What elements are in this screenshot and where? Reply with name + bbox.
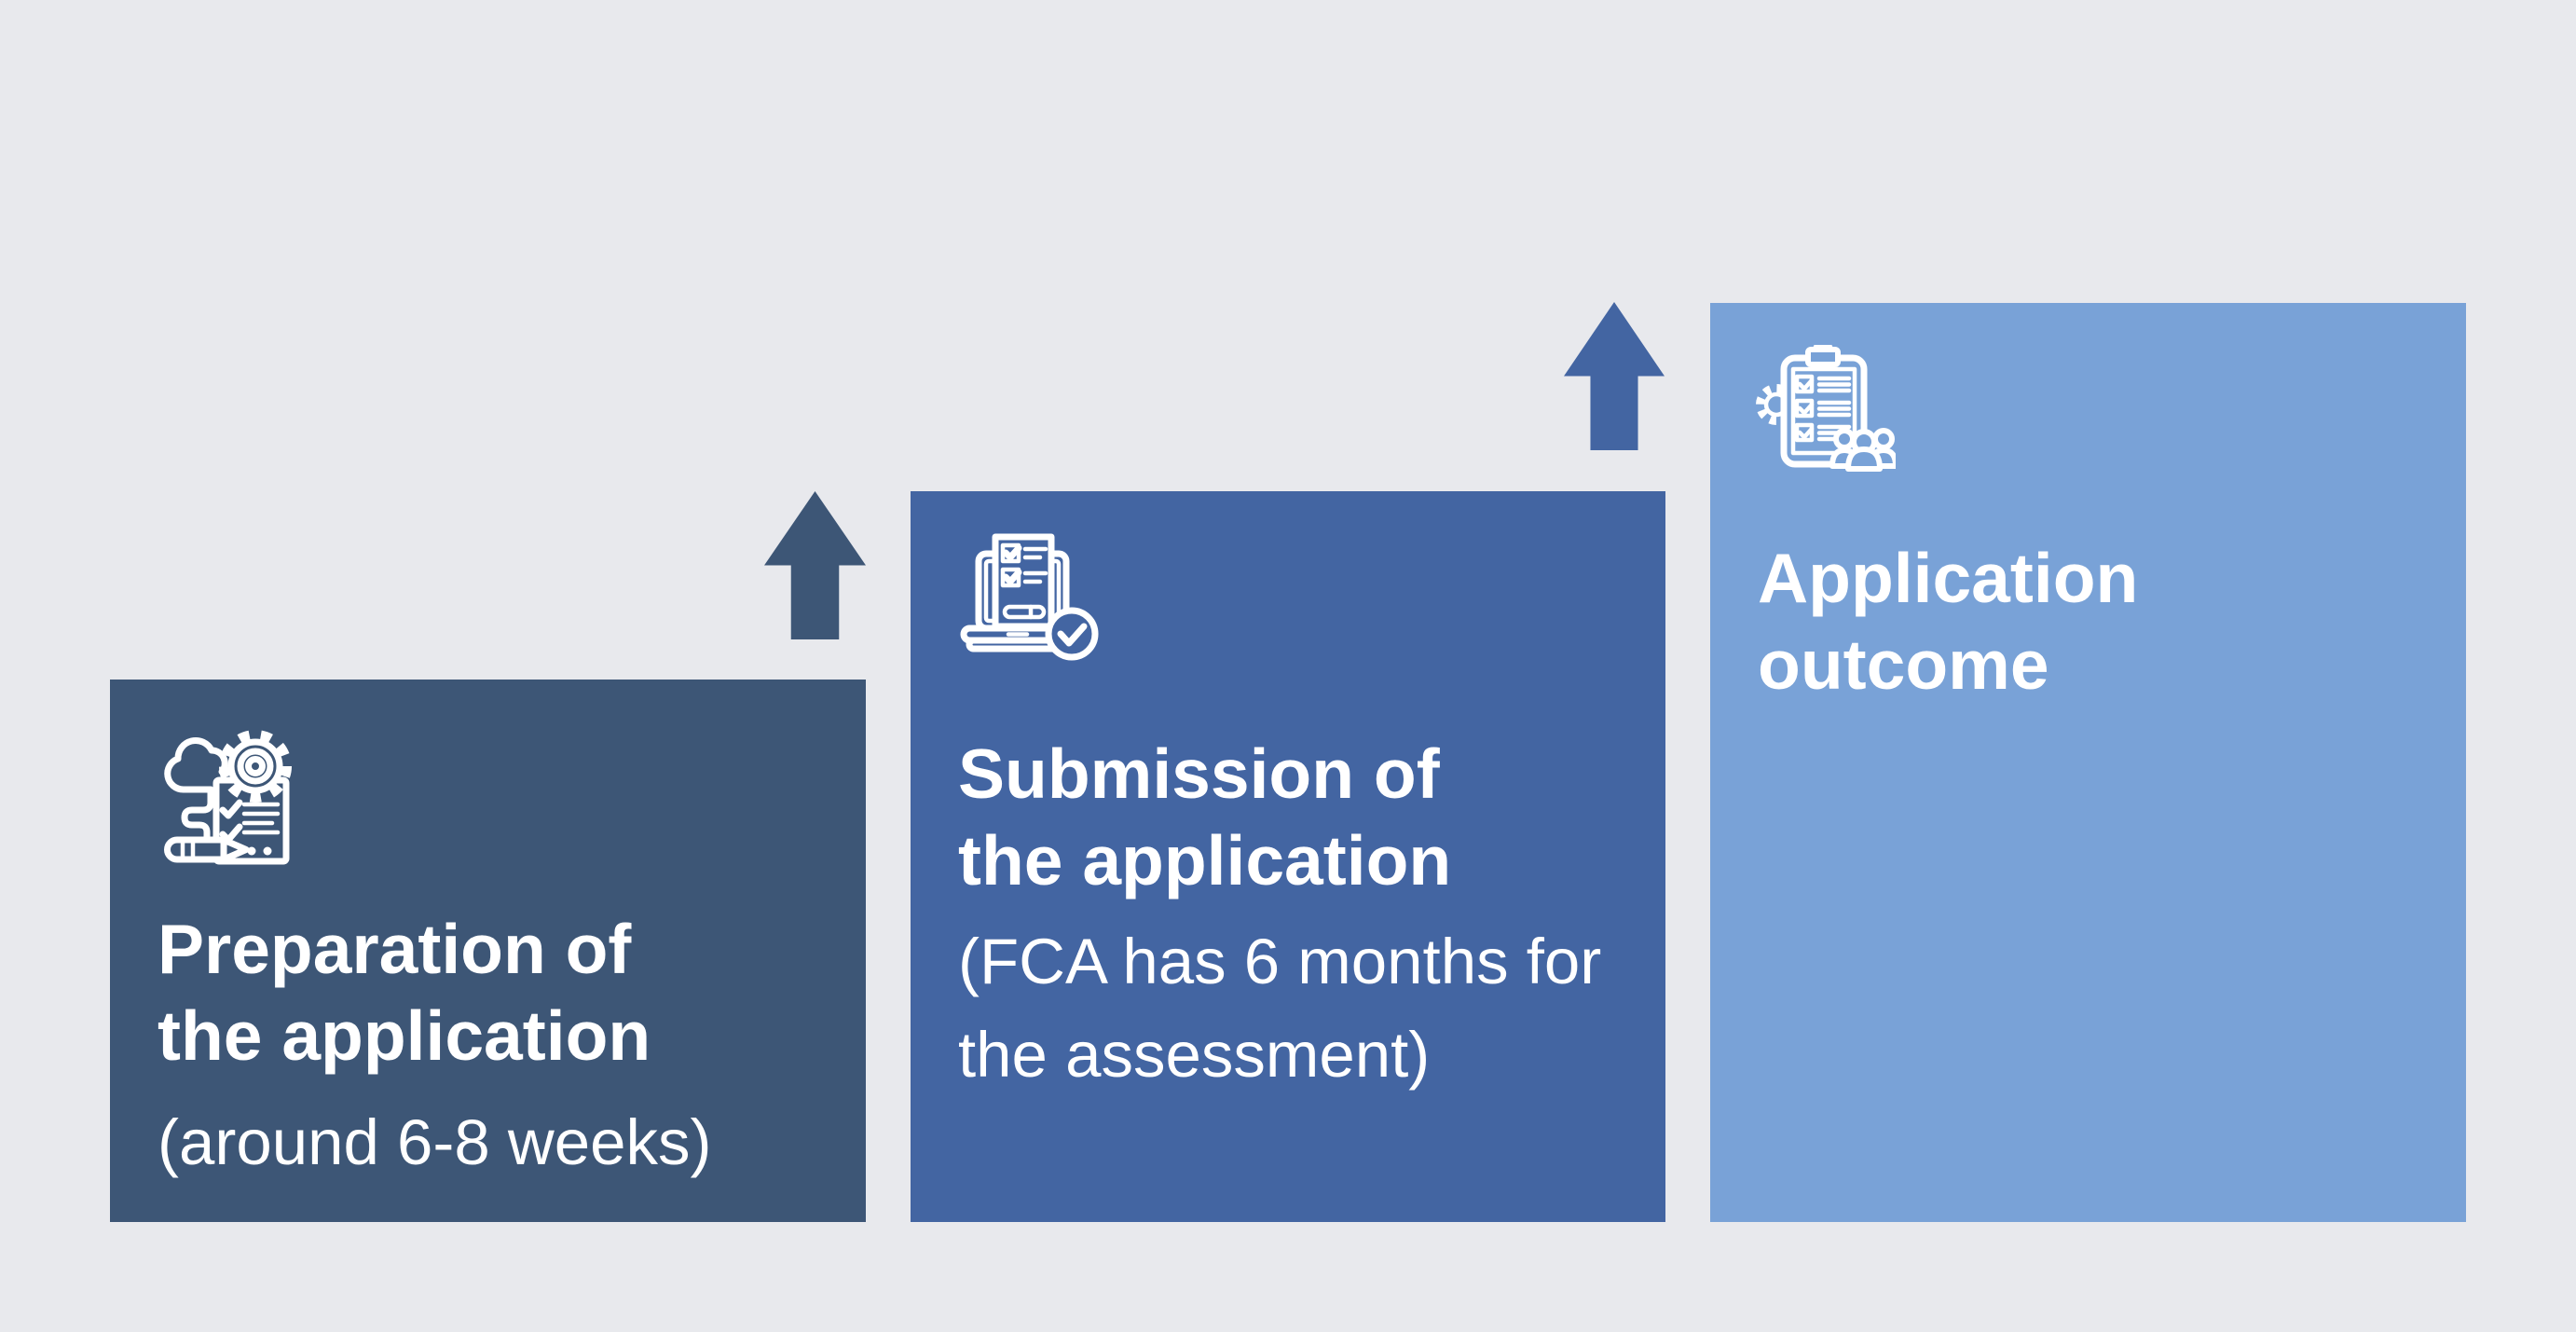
clipboard-checklist-icon [1780,345,1868,468]
people-icon [1829,428,1896,472]
step-title: Application outcome [1758,535,2138,708]
pencil-icon [164,836,250,863]
step-title: Preparation of the application [158,906,651,1079]
up-arrow-icon [1564,302,1665,450]
check-circle-icon [1045,607,1099,661]
step-subtitle-line1: (around 6-8 weeks) [158,1106,712,1178]
step-subtitle-line1: (FCA has 6 months for [958,926,1602,997]
step-subtitle-line2: the assessment) [958,1019,1431,1091]
document-checklist-pencil-gear-cloud-icon [164,730,292,865]
gear-icon [219,730,292,803]
step-subtitle: (around 6-8 weeks) [158,1096,711,1189]
checklist-document-icon [992,533,1055,630]
step-title-line2: the application [958,821,1452,899]
step-title-line1: Preparation of [158,910,632,988]
laptop-checklist-approved-icon [960,533,1099,661]
step-outcome-box: Application outcome [1710,303,2466,1222]
step-title-line1: Submission of [958,735,1440,813]
cloud-icon [164,736,228,845]
step-title-line1: Application [1758,539,2139,617]
clipboard-checklist-people-gear-icon [1756,345,1896,472]
up-arrow-icon [764,491,866,639]
step-submission-box: Submission of the application (FCA has 6… [911,491,1665,1222]
step-title-line2: the application [158,996,651,1075]
step-preparation-box: Preparation of the application (around 6… [110,680,866,1222]
step-subtitle: (FCA has 6 months for the assessment) [958,915,1601,1102]
step-title-line2: outcome [1758,625,2049,704]
step-title: Submission of the application [958,731,1451,904]
